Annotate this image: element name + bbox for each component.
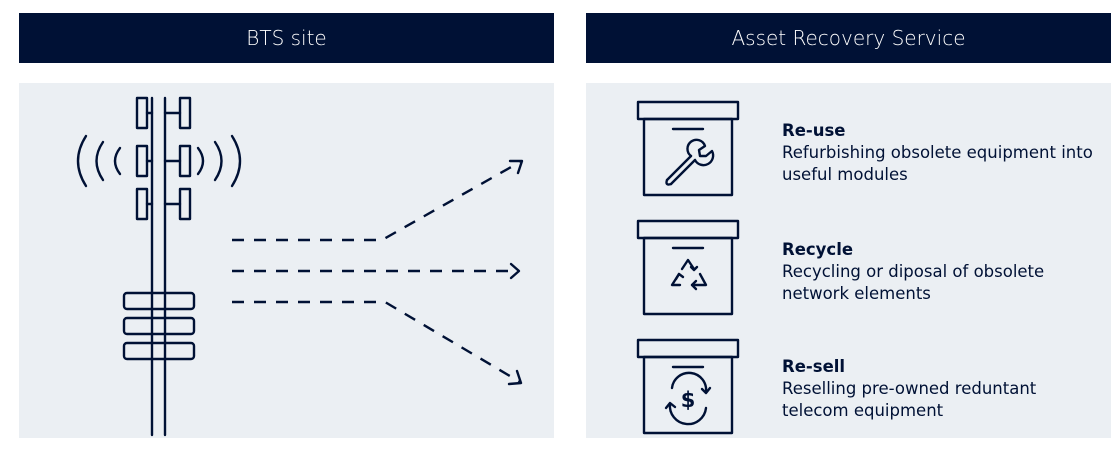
service-re-use: Re-use Refurbishing obsolete equipment i… <box>782 120 1112 186</box>
service-title: Re-sell <box>782 357 846 376</box>
re-sell-box-icon: $ <box>636 338 740 435</box>
service-description: Reselling pre-owned reduntant telecom eq… <box>782 379 1037 420</box>
re-use-box-icon <box>636 100 740 197</box>
svg-text:$: $ <box>681 388 696 412</box>
service-recycle: Recycle Recycling or diposal of obsolete… <box>782 239 1112 305</box>
flow-arrows <box>232 159 524 386</box>
bts-tower-icon <box>122 96 196 437</box>
bts-site-header: BTS site <box>19 13 554 63</box>
service-re-sell: Re-sell Reselling pre-owned reduntant te… <box>782 356 1112 422</box>
recycle-box-icon <box>636 219 740 316</box>
bts-site-panel <box>19 83 554 438</box>
asset-recovery-panel <box>586 83 1111 438</box>
service-description: Recycling or diposal of obsolete network… <box>782 262 1045 303</box>
service-title: Recycle <box>782 240 854 259</box>
service-description: Refurbishing obsolete equipment into use… <box>782 143 1093 184</box>
service-title: Re-use <box>782 121 846 140</box>
radio-waves-icon <box>76 134 242 188</box>
asset-recovery-header: Asset Recovery Service <box>586 13 1111 63</box>
